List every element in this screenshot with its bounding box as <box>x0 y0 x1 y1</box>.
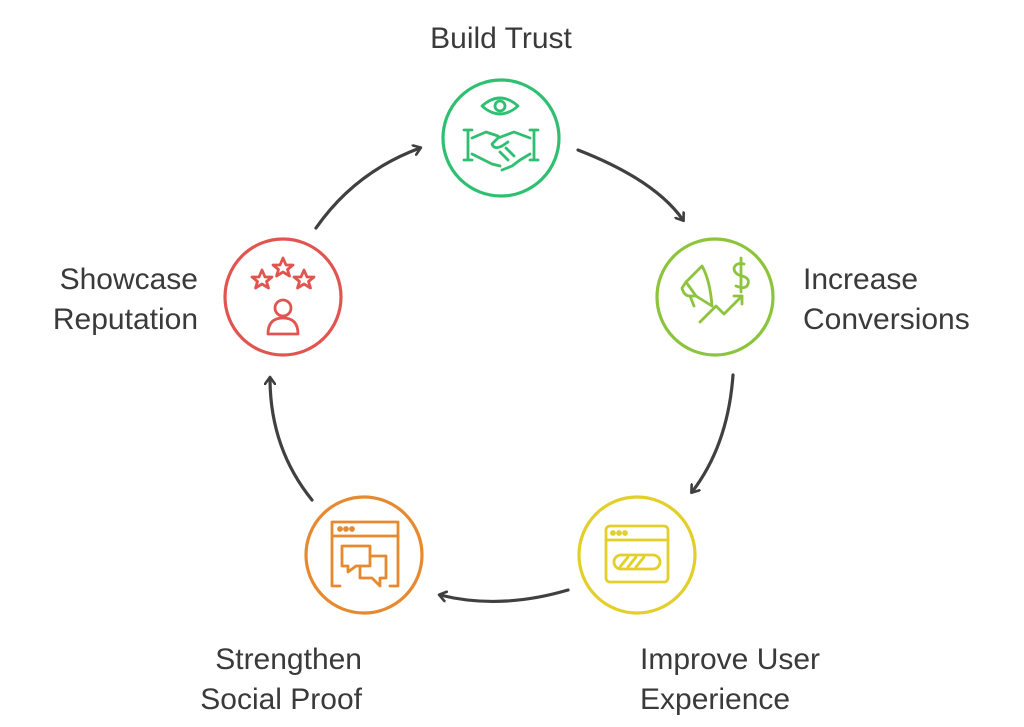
label-showcase-reputation: Showcase Reputation <box>52 263 198 336</box>
megaphone-growth-icon <box>680 256 750 324</box>
label-strengthen-social-proof: Strengthen Social Proof <box>200 643 362 716</box>
stage-strengthen-social-proof <box>304 495 424 615</box>
stage-build-trust <box>441 78 561 198</box>
star-icon <box>250 268 274 290</box>
stage-showcase-reputation <box>223 237 343 357</box>
user-rating-icon <box>250 256 316 336</box>
stage-improve-user-experience <box>577 495 697 615</box>
label-increase-conversions: Increase Conversions <box>803 263 970 336</box>
arrow-experience-to-socialproof <box>440 588 570 604</box>
label-build-trust: Build Trust <box>430 22 572 55</box>
handshake-eye-icon <box>462 96 540 172</box>
browser-chat-icon <box>330 520 400 588</box>
cycle-arrows <box>270 148 735 604</box>
star-icon <box>271 256 295 278</box>
arrow-reputation-to-trust <box>314 148 420 230</box>
label-improve-user-experience: Improve User Experience <box>640 643 821 716</box>
browser-progress-icon <box>604 524 670 584</box>
star-icon <box>292 268 316 290</box>
arrow-trust-to-conversions <box>576 148 683 220</box>
arrow-socialproof-to-reputation <box>270 378 314 502</box>
stage-increase-conversions <box>655 237 775 357</box>
arrow-conversions-to-experience <box>692 373 735 492</box>
